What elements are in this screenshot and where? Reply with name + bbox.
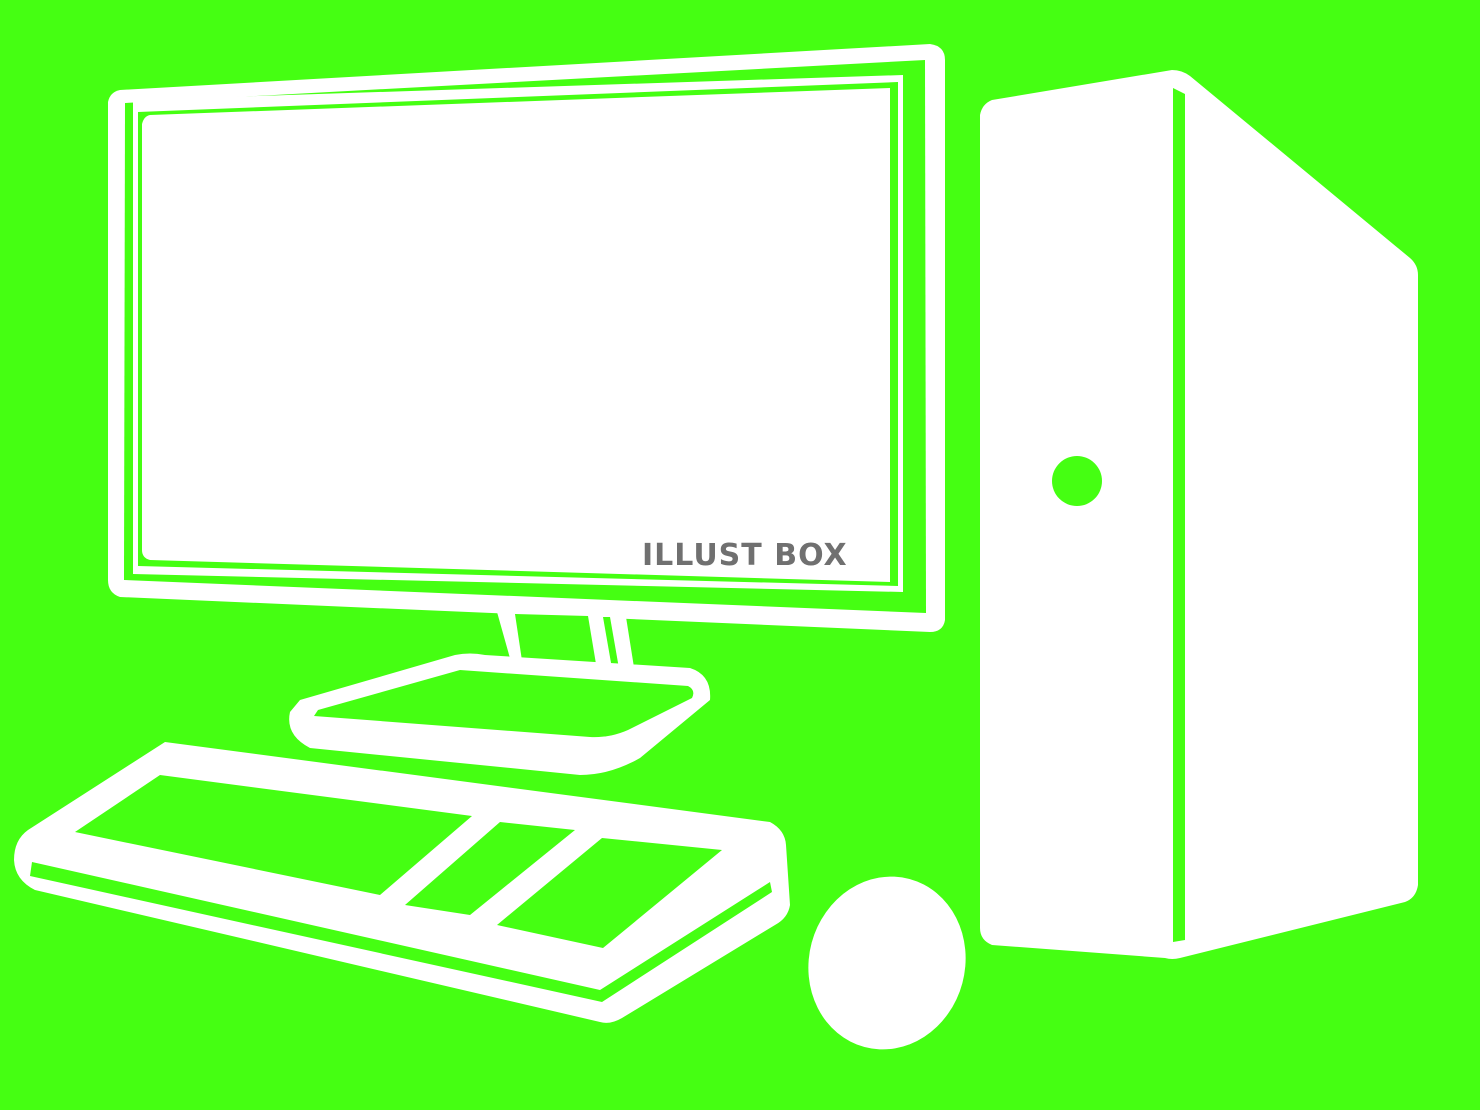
keyboard-keys-left bbox=[75, 775, 472, 895]
watermark-text: ILLUST BOX bbox=[642, 538, 848, 573]
keyboard-keys-middle bbox=[405, 822, 575, 915]
pc-tower-divider bbox=[1173, 88, 1185, 942]
monitor-stand-base-gap bbox=[314, 670, 694, 738]
pc-tower-body bbox=[980, 70, 1418, 959]
power-button-icon bbox=[1052, 456, 1102, 506]
mouse-icon bbox=[808, 876, 966, 1050]
monitor-icon bbox=[108, 44, 945, 775]
monitor-screen bbox=[142, 88, 890, 582]
keyboard-icon bbox=[14, 742, 790, 1023]
keyboard-keys-right bbox=[497, 838, 722, 948]
mouse-body bbox=[808, 876, 966, 1050]
pc-tower-icon bbox=[980, 70, 1418, 959]
